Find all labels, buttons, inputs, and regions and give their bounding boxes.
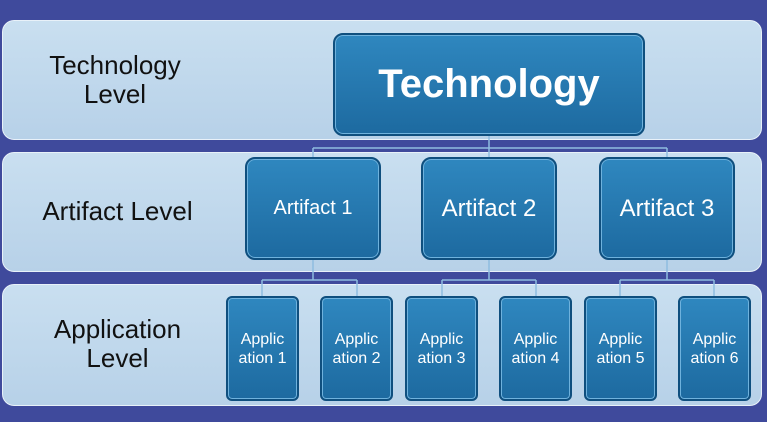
technology-level-label: Technology Level (49, 50, 181, 109)
application-1-box: Applic ation 1 (226, 296, 299, 401)
artifact-2-box: Artifact 2 (421, 157, 557, 260)
application-4-box: Applic ation 4 (499, 296, 572, 401)
application-6-box: Applic ation 6 (678, 296, 751, 401)
application-5-box: Applic ation 5 (584, 296, 657, 401)
artifact-3-box: Artifact 3 (599, 157, 735, 260)
artifact-1-box: Artifact 1 (245, 157, 381, 260)
artifact-level-label: Artifact Level (42, 196, 193, 226)
application-3-box: Applic ation 3 (405, 296, 478, 401)
application-2-box: Applic ation 2 (320, 296, 393, 401)
technology-box: Technology (333, 33, 645, 136)
application-level-label: Application Level (53, 314, 182, 373)
